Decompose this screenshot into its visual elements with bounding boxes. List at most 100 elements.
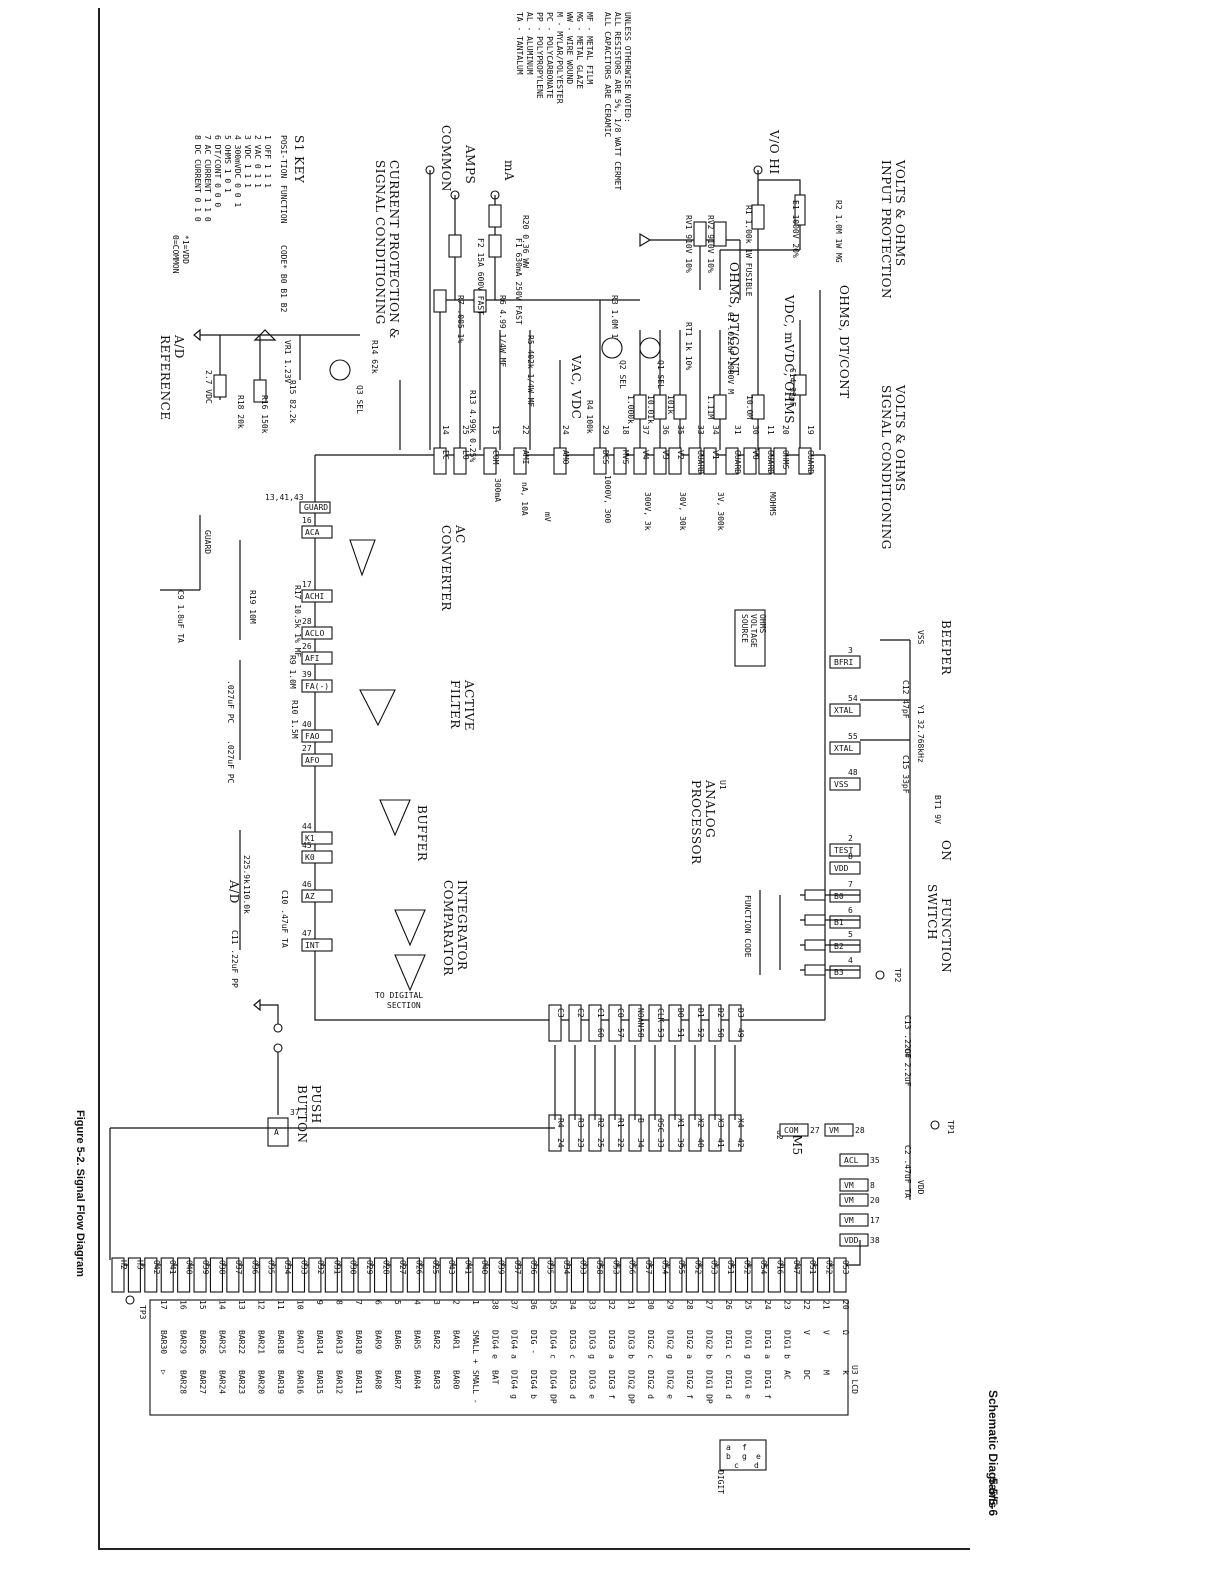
u1-pin-box xyxy=(829,965,861,979)
svg-text:2.7 VDC: 2.7 VDC xyxy=(204,370,213,404)
svg-text:ON: ON xyxy=(939,840,953,861)
svg-text:SIGNAL CONDITIONING: SIGNAL CONDITIONING xyxy=(879,385,893,550)
u1-pin: AMI xyxy=(521,450,530,465)
u1-pin-number: 30 xyxy=(751,425,760,435)
lcd-segment-a: DIG2 c xyxy=(646,1330,655,1359)
ad-reference-network: R14 62k R15 82.2k R16 150k R18 20k VR1 1… xyxy=(193,328,379,434)
svg-text:30V, 30k: 30V, 30k xyxy=(678,492,687,531)
u2-out-pin-box xyxy=(685,1257,699,1293)
lcd-pin: 26 xyxy=(724,1300,733,1310)
note-line: TA - TANTALUM xyxy=(515,12,524,75)
pin-number: 18 xyxy=(621,425,630,435)
u1-pin-box xyxy=(301,525,333,539)
pin-number: 7 xyxy=(848,880,853,889)
u1-pin-box xyxy=(593,447,607,475)
u2-out-pin-box xyxy=(538,1257,552,1293)
svg-text:CODE* B0 B1 B2: CODE* B0 B1 B2 xyxy=(279,245,288,313)
svg-text:R17 10.5k 1% MF: R17 10.5k 1% MF xyxy=(293,585,302,657)
svg-text:BEEPER: BEEPER xyxy=(939,620,953,676)
lcd-pin-number: 3 xyxy=(432,1300,441,1305)
svg-text:ACTIVE: ACTIVE xyxy=(462,679,476,731)
pin-name: VDD xyxy=(844,1236,859,1245)
svg-text:.027uF PC: .027uF PC xyxy=(226,740,235,784)
svg-text:R3 1.0M 1W MG: R3 1.0M 1W MG xyxy=(610,295,619,358)
svg-text:BUTTON: BUTTON xyxy=(295,1085,309,1144)
u2-out-pin-name: O29 xyxy=(365,1260,374,1275)
lcd-segment-b: BAR12 xyxy=(334,1370,343,1394)
u2-out-pin-name: O40 xyxy=(185,1260,194,1275)
u2-out-pin-name: O54 xyxy=(759,1260,768,1275)
bus-pin-name: X3 xyxy=(716,1118,725,1128)
lcd-segment-b: DIG1 DP xyxy=(705,1370,714,1404)
u1-pin-number: 36 xyxy=(661,425,670,435)
bus-pin-box xyxy=(708,1004,722,1042)
lcd-segment-b: DIG4 b xyxy=(529,1370,538,1399)
lcd-segment-a: V xyxy=(822,1330,831,1335)
bus-pin-number: 33 xyxy=(656,1138,665,1148)
input-protection-network: R2 1.0M 1W MG E1 1000V 20% R1 1.00k 1W F… xyxy=(569,170,851,424)
lcd-pin: 38 xyxy=(490,1300,499,1310)
u1-pin-box xyxy=(301,938,333,952)
u2-out-pin-name: O56 xyxy=(628,1260,637,1275)
pin-name: VSS xyxy=(834,780,849,789)
u1-pin: AMO xyxy=(561,450,570,465)
svg-text:VDD: VDD xyxy=(916,1180,925,1195)
u2-out-pin-name: O41 xyxy=(464,1260,473,1275)
lcd-pin: 24 xyxy=(763,1300,772,1310)
lcd-segment-b: ▷ xyxy=(159,1370,168,1375)
pin-number: 8 xyxy=(870,1181,875,1190)
pin-number: 2 xyxy=(848,834,853,843)
bus-pin-number: 57 xyxy=(616,1028,625,1038)
u2-out-pin-box xyxy=(160,1257,174,1293)
svg-text:PUSH: PUSH xyxy=(309,1085,323,1124)
lcd-pin: 25 xyxy=(744,1300,753,1310)
lcd-segment-b: DIG4 g xyxy=(510,1370,519,1399)
svg-text:1000V, 300: 1000V, 300 xyxy=(603,475,612,523)
u2-out-pin-box xyxy=(620,1257,634,1293)
u2-out-pin-name: O33 xyxy=(300,1260,309,1275)
u2-out-pin-box xyxy=(193,1257,207,1293)
bus-pin-name: CLK xyxy=(656,1008,665,1023)
u1-pin: GUARD xyxy=(766,450,775,474)
bus-pin-name: B xyxy=(636,1118,645,1123)
lcd-pin-number: 32 xyxy=(607,1300,616,1310)
u1-pin-box xyxy=(743,447,757,475)
lcd-pin-number: 17 xyxy=(159,1300,168,1310)
s1-key-row: 3 VDC 1 1 1 xyxy=(243,135,252,188)
u1-pin: GUARD xyxy=(806,450,815,474)
pin-name: AMO xyxy=(561,450,570,465)
svg-text:OHMS, DT/CONT: OHMS, DT/CONT xyxy=(837,285,851,399)
lcd-pin-number: 26 xyxy=(724,1300,733,1310)
title-function-switch: FUNCTION SWITCH xyxy=(925,884,953,973)
pin-name: AFO xyxy=(305,756,320,765)
lcd-segment-b: k xyxy=(841,1370,850,1375)
svg-text:E1 1000V 20%: E1 1000V 20% xyxy=(791,200,800,258)
u1-pin-box xyxy=(688,447,702,475)
lcd-pin-number: 30 xyxy=(646,1300,655,1310)
lcd-segment-a: DIG1 g xyxy=(744,1330,753,1359)
note-line: ALL RESISTORS ARE 5%, 1/8 WATT CERMET xyxy=(613,12,622,190)
lcd-segment-a: DIG3 b xyxy=(627,1330,636,1359)
svg-text:R20 0.36 WW: R20 0.36 WW xyxy=(521,215,530,268)
u2-out-pin-name: OS3 xyxy=(841,1260,850,1275)
bus-pin-number: 39 xyxy=(676,1138,685,1148)
lcd-segment-a: DIG - xyxy=(529,1330,538,1354)
svg-text:R6 4.99 1/4W MF: R6 4.99 1/4W MF xyxy=(498,295,507,367)
pin-number: 47 xyxy=(302,929,312,938)
title-signal-conditioning: VOLTS & OHMS SIGNAL CONDITIONING xyxy=(879,384,907,550)
title-beeper: BEEPER xyxy=(939,620,953,676)
svg-text:SWITCH: SWITCH xyxy=(925,884,939,940)
u2-out-pin-box xyxy=(373,1257,388,1293)
u2-out-pin-box xyxy=(472,1257,486,1293)
lcd-segment-b: DIG1 f xyxy=(763,1370,772,1399)
svg-text:13,41,43: 13,41,43 xyxy=(265,493,304,502)
note-line: ALL CAPACITORS ARE CERAMIC xyxy=(603,12,612,137)
pin-name: GUARD xyxy=(766,450,775,474)
u1-pin-box xyxy=(829,741,861,755)
u2-out-pin-name: O37 xyxy=(513,1260,522,1275)
lcd-pin-number: 7 xyxy=(354,1300,363,1305)
svg-text:c: c xyxy=(734,1461,739,1470)
u1-pin-box xyxy=(301,850,333,864)
svg-text:Q2 SEL: Q2 SEL xyxy=(618,360,627,389)
bus-pin-number: 42 xyxy=(736,1138,745,1148)
